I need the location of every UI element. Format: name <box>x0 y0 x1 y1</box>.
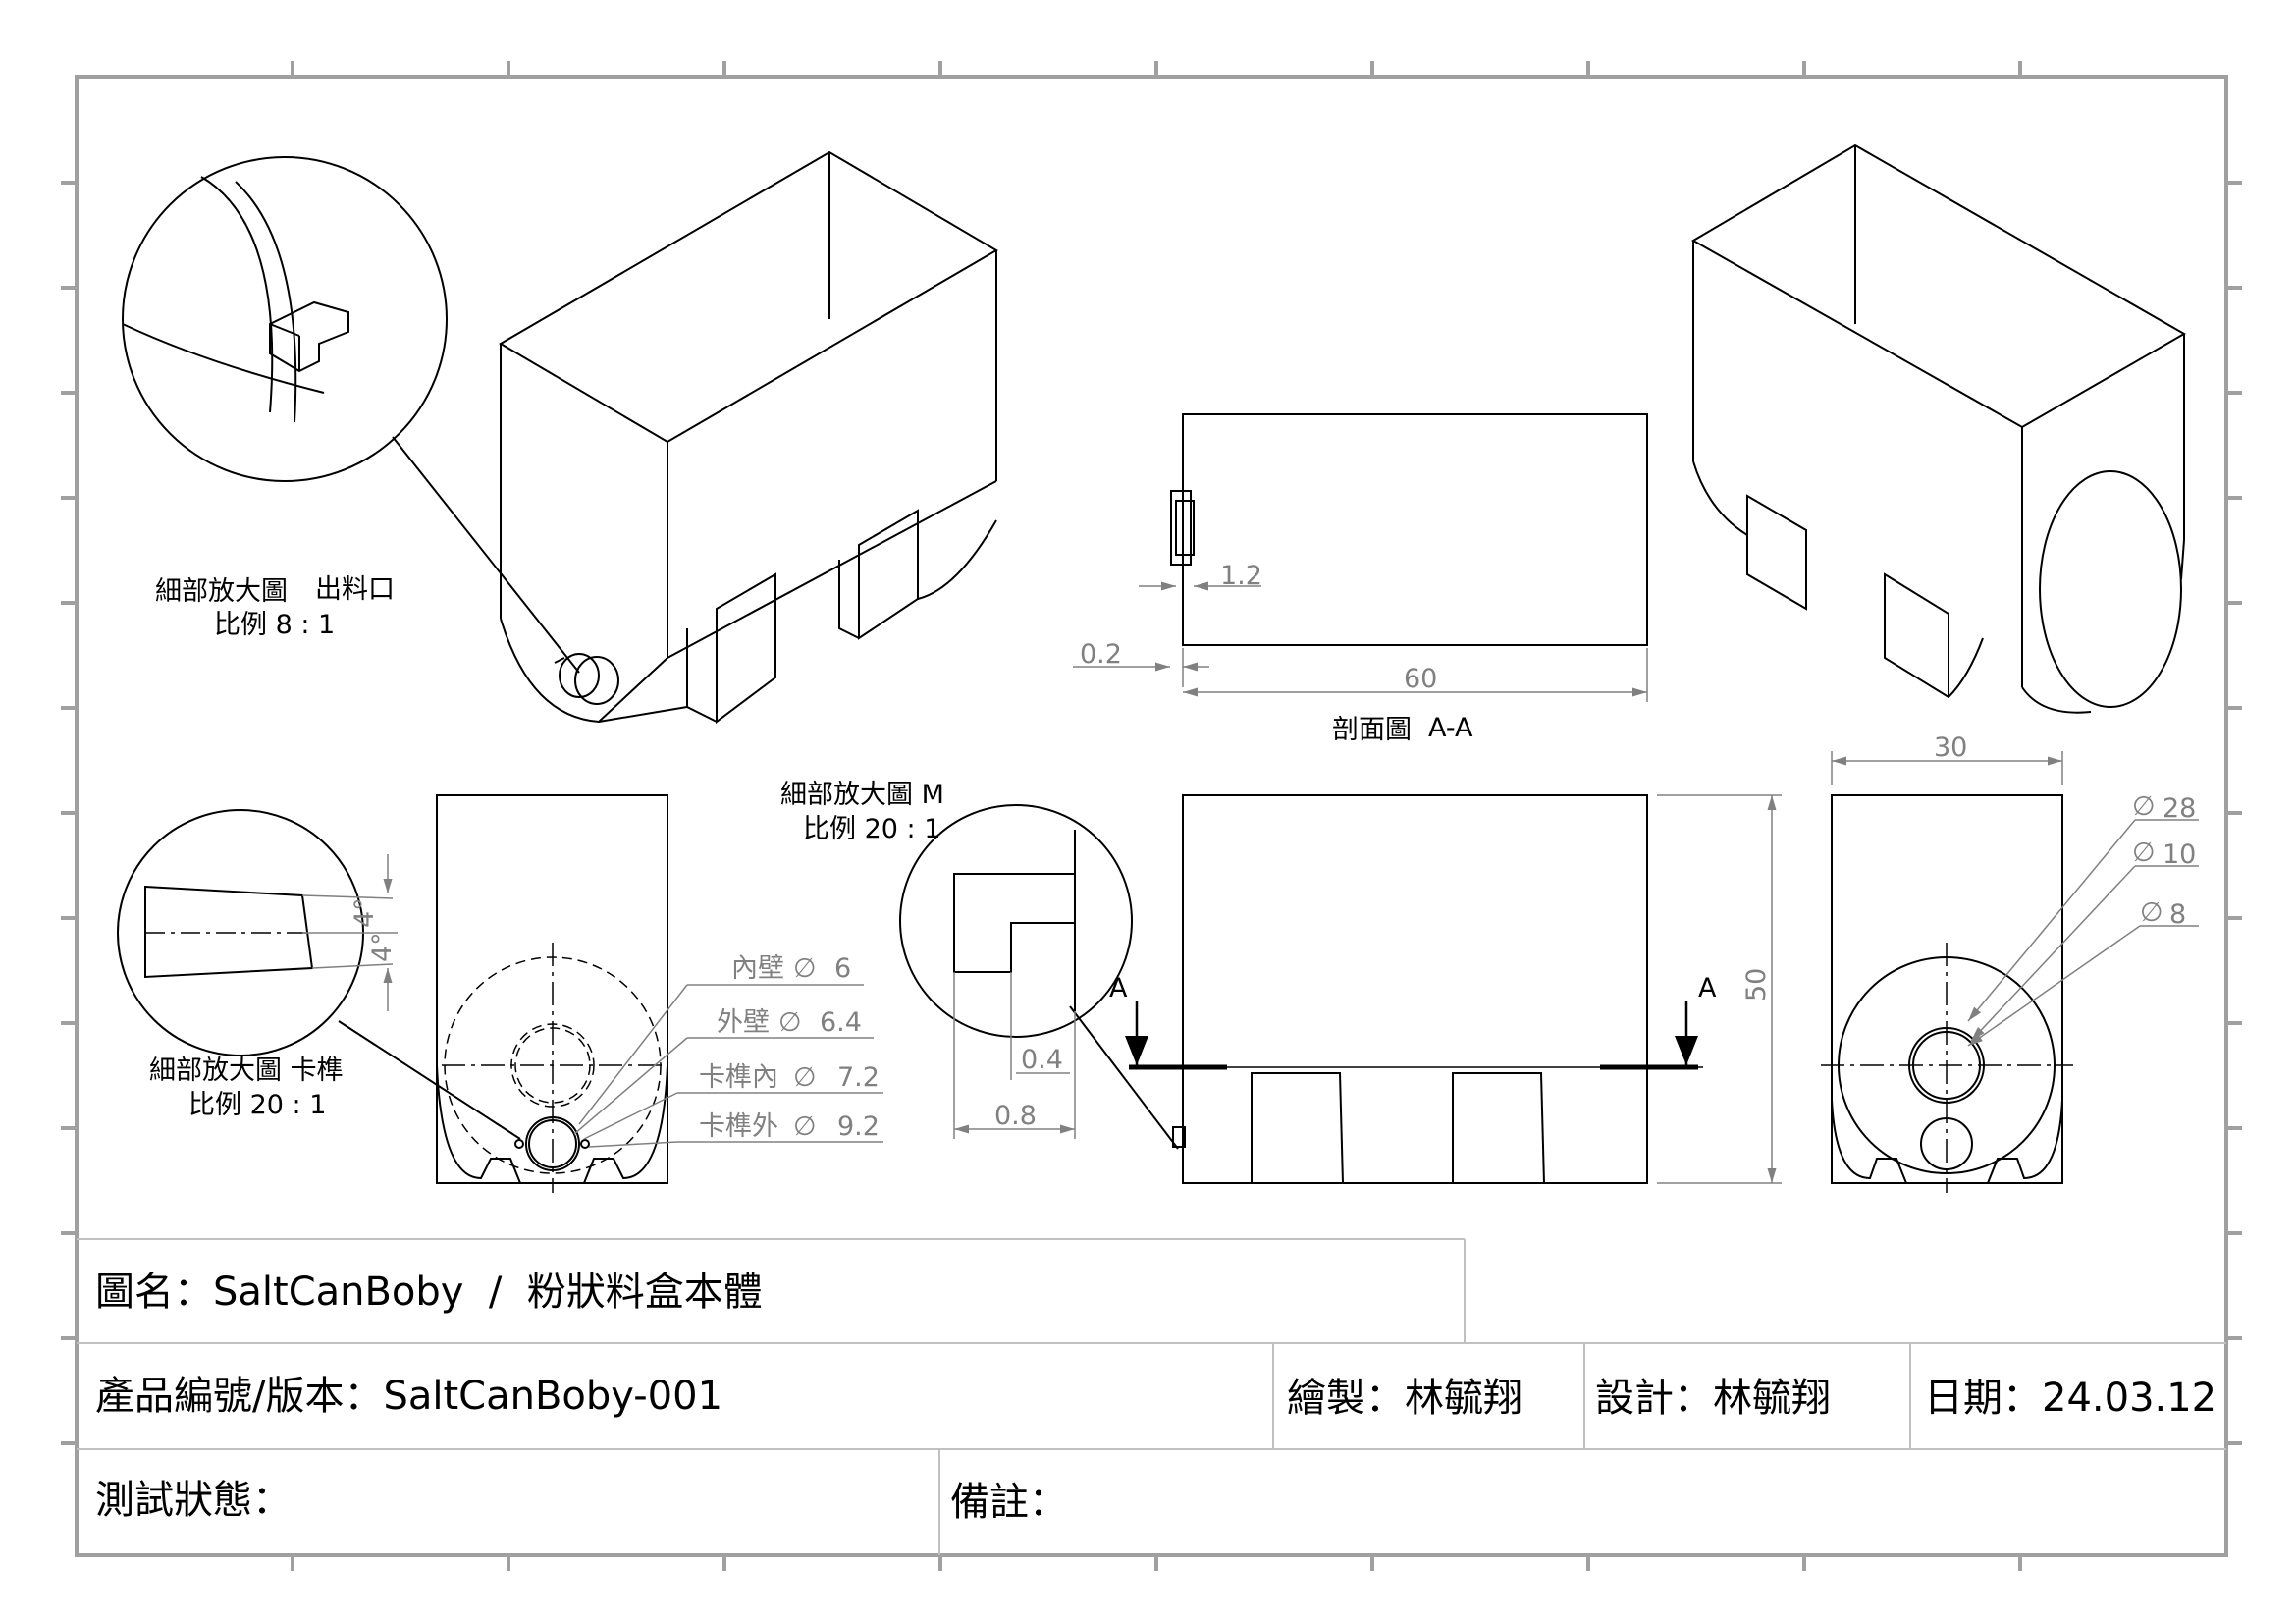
detail-tenon-scale: 比例 20 : 1 <box>188 1090 326 1120</box>
sheet-frame <box>75 75 2228 1557</box>
top-view-hidden <box>442 943 664 1193</box>
remarks: 備註： <box>950 1483 1068 1522</box>
product-number-label: 產品編號/版本： <box>95 1374 384 1419</box>
drawing-name-label: 圖名： <box>95 1270 213 1315</box>
date: 日期：24.03.12 <box>1924 1379 2216 1418</box>
side-view-centerlines <box>1821 943 2073 1193</box>
callout-tenon-out-val: 9.2 <box>837 1111 880 1142</box>
frame-ticks <box>61 61 2242 1571</box>
callout-tenon-in: 卡榫內 <box>699 1062 778 1093</box>
designed-by: 設計：林毓翔 <box>1595 1379 1831 1418</box>
side-dia-outer: 28 <box>2163 793 2196 824</box>
callout-outer-wall-val: 6.4 <box>820 1007 862 1038</box>
side-dia-inner-symbol: ∅ <box>2140 897 2163 928</box>
side-width-dim: 30 <box>1934 732 1967 763</box>
drawing-name: 圖名：SaltCanBoby / 粉狀料盒本體 <box>95 1272 763 1312</box>
remarks-label: 備註： <box>950 1480 1068 1525</box>
detail-m-title: 細部放大圖 M <box>780 780 944 810</box>
callout-inner-wall: 內壁 <box>731 953 784 984</box>
section-view <box>1170 413 1648 646</box>
detail-m-dim-b: 0.8 <box>994 1101 1037 1131</box>
detail-outlet <box>122 156 580 674</box>
designed-by-label: 設計： <box>1595 1376 1713 1421</box>
date-label: 日期： <box>1924 1376 2042 1421</box>
drawn-by-label: 繪製： <box>1287 1376 1405 1421</box>
detail-m-dim-a: 0.4 <box>1021 1045 1063 1075</box>
callout-outer-wall-dia: ∅ <box>778 1007 802 1038</box>
section-dim-length: 60 <box>1404 664 1437 694</box>
section-dim-gap: 0.2 <box>1080 639 1122 670</box>
detail-m-dims <box>953 972 1076 1139</box>
detail-outlet-title-b: 出料口 <box>315 574 395 605</box>
test-status: 測試狀態： <box>95 1481 292 1520</box>
tenon-angle-1: 4° <box>349 897 380 928</box>
tenon-angle-dims <box>301 854 398 1011</box>
cut-label-right: A <box>1698 973 1717 1003</box>
callout-outer-wall: 外壁 <box>717 1007 770 1038</box>
section-title-b: A-A <box>1428 713 1473 743</box>
test-status-label: 測試狀態： <box>95 1478 292 1523</box>
product-number-value: SaltCanBoby-001 <box>383 1374 723 1419</box>
detail-m-scale: 比例 20 : 1 <box>803 814 940 844</box>
cut-label-left: A <box>1109 973 1128 1003</box>
drawing-name-value: SaltCanBoby / 粉狀料盒本體 <box>213 1270 763 1315</box>
side-view-dims <box>1831 751 2199 1047</box>
detail-outlet-scale: 比例 8 : 1 <box>214 610 335 640</box>
callout-tenon-in-dia: ∅ <box>793 1062 817 1093</box>
detail-outlet-title: 細部放大圖 <box>155 576 288 607</box>
section-dim-wall: 1.2 <box>1220 561 1262 591</box>
callout-tenon-out-dia: ∅ <box>793 1111 817 1142</box>
detail-m <box>899 804 1179 1150</box>
callout-inner-wall-val: 6 <box>834 953 851 984</box>
detail-tenon-title: 細部放大圖 卡榫 <box>149 1056 344 1086</box>
drawn-by-value: 林毓翔 <box>1405 1376 1522 1421</box>
callout-tenon-out: 卡榫外 <box>699 1111 778 1142</box>
cut-plane <box>1125 1001 1703 1070</box>
front-height-dim: 50 <box>1741 968 1772 1001</box>
isometric-view-rear <box>1691 143 2187 714</box>
tenon-angle-2: 4° <box>367 932 398 962</box>
side-dia-outer-symbol: ∅ <box>2132 791 2156 822</box>
title-block-grid <box>77 1238 2226 1555</box>
isometric-view-front <box>499 150 998 724</box>
front-view <box>1172 794 1648 1184</box>
callout-leaders <box>573 984 883 1148</box>
section-title: 剖面圖 <box>1332 715 1412 745</box>
product-number: 產品編號/版本：SaltCanBoby-001 <box>95 1377 722 1416</box>
side-dia-mid-symbol: ∅ <box>2132 838 2156 868</box>
drawn-by: 繪製：林毓翔 <box>1287 1379 1522 1418</box>
designed-by-value: 林毓翔 <box>1713 1376 1831 1421</box>
callout-tenon-in-val: 7.2 <box>837 1062 880 1093</box>
section-dims <box>1073 581 1648 702</box>
side-dia-mid: 10 <box>2163 839 2196 870</box>
callout-inner-wall-dia: ∅ <box>793 953 817 984</box>
front-view-dims <box>1657 794 1782 1184</box>
side-dia-inner: 8 <box>2169 899 2186 930</box>
date-value: 24.03.12 <box>2042 1376 2217 1421</box>
